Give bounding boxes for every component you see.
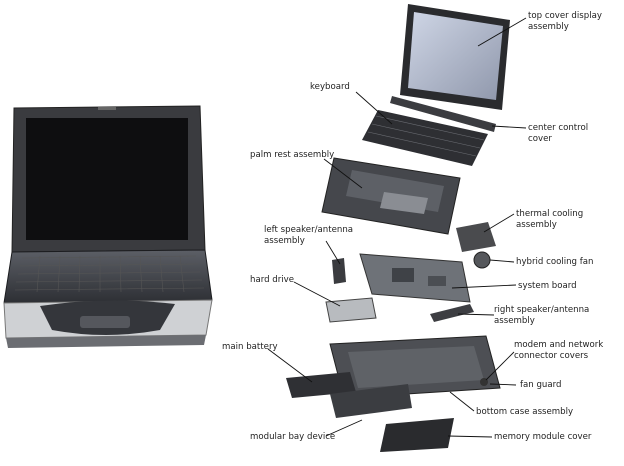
main-battery-part	[286, 372, 356, 398]
palm-rest-part	[321, 157, 461, 235]
hybrid-fan-part	[473, 251, 491, 269]
thermal-cooling-part	[456, 222, 496, 252]
label-main-battery: main battery	[222, 342, 278, 352]
label-hybrid-fan: hybrid cooling fan	[516, 257, 594, 267]
label-modular-bay: modular bay device	[250, 432, 336, 442]
label-memory-module-cover: memory module cover	[494, 432, 592, 442]
label-right-speaker: right speaker/antenna assembly	[494, 305, 590, 326]
label-left-speaker: left speaker/antenna assembly	[264, 225, 354, 246]
label-thermal-cooling: thermal cooling assembly	[516, 209, 584, 230]
label-fan-guard: fan guard	[520, 380, 562, 390]
leader-lines	[267, 17, 527, 438]
top-cover-display-part	[400, 4, 510, 110]
left-speaker-part	[332, 258, 346, 284]
right-speaker-part	[430, 304, 474, 322]
label-hard-drive: hard drive	[250, 275, 295, 285]
assembled-laptop-photo	[3, 105, 213, 348]
label-center-control-cover: center control cover	[528, 123, 589, 144]
modular-bay-part	[330, 384, 412, 418]
label-top-cover-display: top cover display assembly	[528, 11, 602, 32]
center-control-cover-part	[390, 96, 496, 132]
label-palm-rest: palm rest assembly	[250, 150, 335, 160]
hard-drive-part	[325, 297, 377, 323]
label-modem-network-covers: modem and network connector covers	[514, 340, 604, 361]
keyboard-part	[362, 110, 488, 166]
system-board-part	[359, 253, 471, 303]
memory-cover-part	[380, 418, 454, 452]
label-system-board: system board	[518, 281, 577, 291]
label-keyboard: keyboard	[310, 82, 350, 92]
label-bottom-case: bottom case assembly	[476, 407, 574, 417]
bottom-case-part	[329, 335, 501, 399]
